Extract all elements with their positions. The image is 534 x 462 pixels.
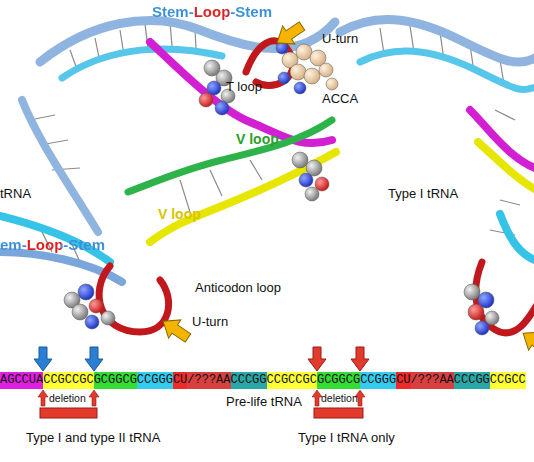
uturn-arrows [157, 17, 534, 359]
structure-label: tRNA [0, 187, 31, 202]
sequence-segment: GCGGCG [94, 372, 137, 389]
sequence-segment: /???AA [411, 372, 454, 389]
atom-sphere [89, 299, 103, 313]
feature-label: U-turn [322, 32, 358, 47]
group-label: Type I tRNA only [298, 431, 395, 446]
sequence-segment: CCGCCGC [43, 372, 93, 389]
small-arrow [312, 390, 322, 406]
ribbon-yellow [150, 152, 336, 242]
ribbon-cyan [62, 49, 222, 78]
feature-label: T loop [226, 80, 262, 95]
base-pair [500, 200, 520, 205]
base-pair [495, 110, 515, 120]
red-arrow [308, 347, 326, 371]
feature-label: V loop [158, 206, 201, 222]
sequence-segment: CCCGG [454, 372, 490, 389]
structure-heading: em-Loop-Stem [0, 236, 105, 253]
sequence-segment: AGCCUA [0, 372, 43, 389]
feature-label: ACCA [322, 92, 358, 107]
atom-sphere [296, 44, 312, 60]
sequence-segment: CCCGG [231, 372, 267, 389]
atom-sphere [464, 284, 480, 300]
sequence-segment: CCGCC [490, 372, 526, 389]
small-arrow [38, 390, 48, 406]
sequence-segment: GCGGCG [317, 372, 360, 389]
ribbon-magenta [150, 42, 332, 143]
sequence-label: Pre-life tRNA [226, 395, 302, 410]
small-arrow [89, 390, 99, 406]
atom-sphere [199, 93, 213, 107]
atom-sphere [207, 81, 221, 95]
sequence-segment: CU [396, 372, 410, 389]
atom-sphere [85, 315, 99, 329]
ribbon-blue [22, 100, 98, 232]
ribbon-cyan [500, 214, 534, 262]
feature-label: Anticodon loop [195, 281, 281, 296]
sequence-row: AGCCUACCGCCGCGCGGCGCCGGGCU/???AACCCGGCCG… [0, 372, 526, 389]
deletion-label: deletion [321, 392, 358, 404]
structure-label: Type I tRNA [388, 187, 458, 202]
atom-sphere [475, 321, 489, 335]
base-pair [250, 160, 262, 180]
blue-arrow [34, 347, 52, 371]
atom-sphere [78, 284, 94, 300]
atom-sphere [292, 152, 308, 168]
ribbon-red [99, 266, 169, 332]
atom-sphere [294, 82, 306, 94]
base-pair [210, 170, 222, 196]
sequence-segment: /???AA [187, 372, 230, 389]
feature-label: U-turn [192, 315, 228, 330]
uturn-arrow [157, 312, 194, 347]
atom-sphere [305, 187, 319, 201]
atom-sphere [290, 64, 306, 80]
uturn-arrow [271, 17, 308, 52]
ribbon-green [128, 120, 332, 192]
backbone-ribbons [0, 20, 534, 333]
ribbon-cyan [360, 51, 534, 89]
atom-sphere [299, 173, 313, 187]
atom-sphere [72, 304, 88, 320]
deletion-bar [314, 408, 363, 418]
ribbon-yellow [478, 142, 534, 192]
atom-spheres [64, 42, 499, 335]
atom-sphere [215, 101, 229, 115]
atom-sphere [278, 72, 290, 84]
uturn-arrow [517, 324, 534, 359]
atom-sphere [101, 311, 115, 325]
sequence-segment: CCGGG [137, 372, 173, 389]
deletion-bar [40, 408, 97, 418]
deletion-label: deletion [49, 392, 86, 404]
atom-sphere [468, 304, 484, 320]
sequence-segment: CCGGG [360, 372, 396, 389]
structure-heading: Stem-Loop-Stem [152, 3, 272, 20]
sequence-segment: CCGCCGC [267, 372, 317, 389]
sequence-segment: CU [173, 372, 187, 389]
cut-markers [34, 347, 369, 418]
atom-sphere [326, 78, 338, 90]
atom-sphere [304, 68, 320, 84]
group-label: Type I and type II tRNA [26, 431, 160, 446]
feature-label: V loop [236, 131, 279, 147]
atom-sphere [319, 63, 333, 77]
blue-arrow [85, 347, 103, 371]
red-arrow [351, 347, 369, 371]
